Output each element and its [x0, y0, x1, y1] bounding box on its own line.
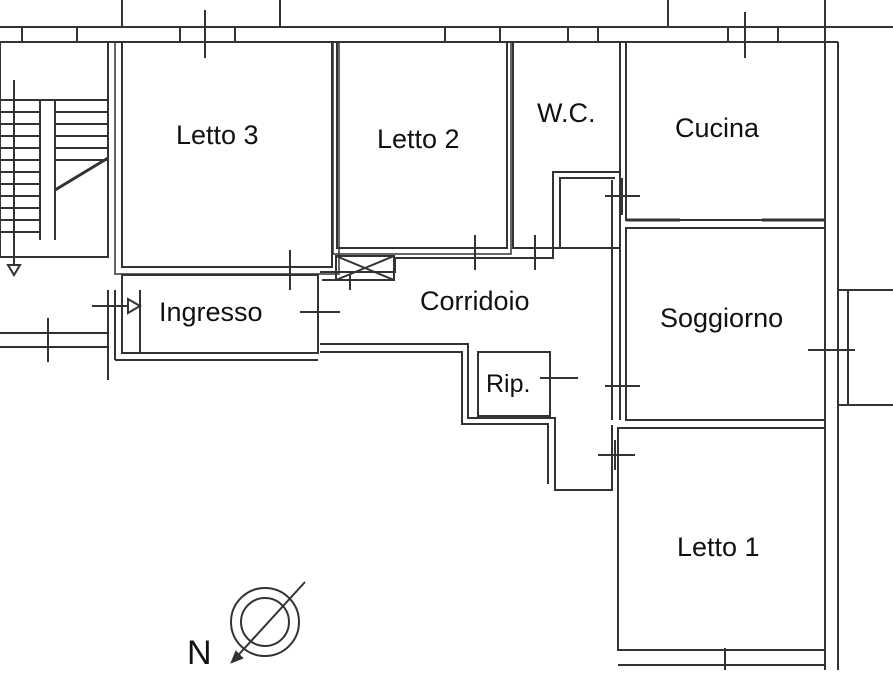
room-wc	[512, 41, 621, 270]
label-cucina: Cucina	[675, 113, 760, 143]
label-soggiorno: Soggiorno	[660, 303, 784, 333]
label-letto-2: Letto 2	[377, 124, 460, 154]
label-letto-3: Letto 3	[176, 120, 259, 150]
label-letto-1: Letto 1	[677, 532, 760, 562]
top-exterior-wall	[0, 0, 893, 43]
room-letto-1	[598, 427, 826, 670]
room-ripostiglio	[477, 351, 578, 417]
label-wc: W.C.	[537, 98, 596, 128]
right-exterior-wall	[824, 27, 893, 670]
label-ripostiglio: Rip.	[486, 370, 531, 398]
room-corridoio	[320, 180, 621, 491]
room-cucina	[605, 12, 826, 222]
room-ingresso	[0, 274, 340, 380]
stairwell	[0, 41, 109, 277]
room-letto-2	[332, 41, 512, 270]
label-corridoio: Corridoio	[420, 286, 530, 316]
north-label: N	[187, 634, 212, 672]
label-ingresso: Ingresso	[159, 297, 263, 327]
north-arrow	[230, 581, 306, 664]
